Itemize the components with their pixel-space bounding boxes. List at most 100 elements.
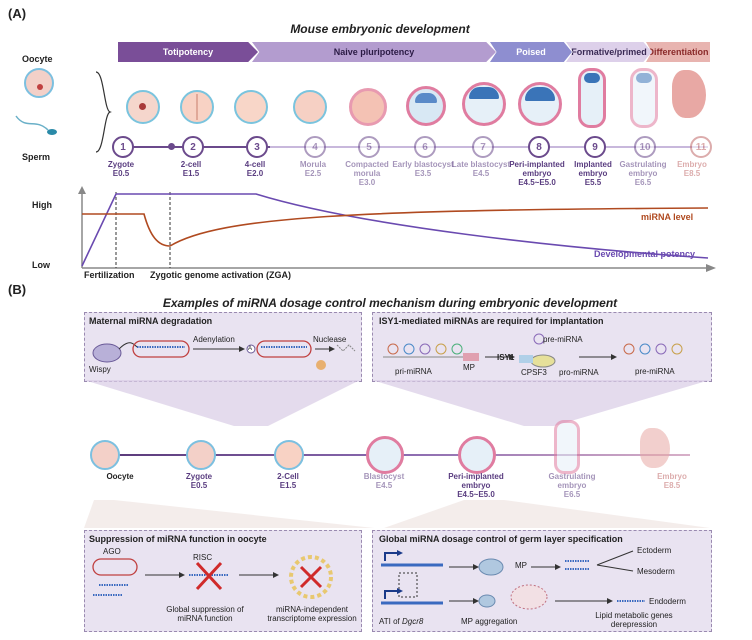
adenylation-label: Adenylation xyxy=(193,335,235,344)
suppression-box: Suppression of miRNA function in oocyte … xyxy=(84,530,362,632)
potency-curve xyxy=(81,193,709,267)
maternal-diagram xyxy=(92,340,356,370)
lipid-label: Lipid metabolic genes derepression xyxy=(595,611,673,629)
mirna-level-label: miRNA level xyxy=(641,212,694,222)
b-peri-implanted-image xyxy=(458,436,496,474)
global-diagram xyxy=(381,550,645,610)
potency-graph xyxy=(78,186,716,272)
projection-wedges xyxy=(84,380,710,426)
gastrulating-embryo-image xyxy=(630,68,658,128)
timeline-b xyxy=(84,420,724,502)
zygote-image xyxy=(126,90,160,124)
embryo-e85-image xyxy=(672,70,706,118)
embryo-images xyxy=(120,68,720,142)
mp-aggregation-label: MP aggregation xyxy=(461,617,518,626)
b-two-cell-image xyxy=(274,440,304,470)
lower-projection-wedges xyxy=(84,500,710,528)
zga-marker xyxy=(168,143,175,150)
b-embryo-image xyxy=(640,428,670,468)
two-cell-image xyxy=(180,90,214,124)
pre-mirna-top-label: pre-miRNA xyxy=(543,335,583,344)
risc-label: RISC xyxy=(193,553,213,562)
mesoderm-label: Mesoderm xyxy=(637,567,675,576)
endoderm-label: Endoderm xyxy=(649,597,686,606)
sperm-image xyxy=(15,115,57,135)
merge-brace xyxy=(95,71,112,153)
four-cell-image xyxy=(234,90,268,124)
dgcr8-gene: Dgcr8 xyxy=(401,617,424,626)
early-blastocyst-image xyxy=(406,86,446,126)
isy1-box: ISY1-mediated miRNAs are required for im… xyxy=(372,312,712,382)
b-blastocyst-image xyxy=(366,436,404,474)
cpsf3-label: CPSF3 xyxy=(521,368,547,377)
implanted-embryo-image xyxy=(578,68,606,128)
nuclease-label: Nuclease xyxy=(313,335,347,344)
suppression-diagram xyxy=(92,555,333,599)
stage-naive: Naive pluripotency xyxy=(252,42,496,62)
stage-differentiation: Differentiation xyxy=(646,42,710,62)
b-label-oocyte: Oocyte xyxy=(106,472,134,481)
pri-mirna-label: pri-miRNA xyxy=(395,367,432,376)
zga-label: Zygotic genome activation (ZGA) xyxy=(150,270,292,280)
b-gastrulating-image xyxy=(554,420,580,474)
panel-b-title: Examples of miRNA dosage control mechani… xyxy=(162,296,618,310)
mirna-curve xyxy=(82,207,709,247)
wispy-label: Wispy xyxy=(89,365,111,374)
stage-poised: Poised xyxy=(490,42,572,62)
late-blastocyst-image xyxy=(462,82,506,126)
global-box-title: Global miRNA dosage control of germ laye… xyxy=(379,534,623,544)
maternal-mirna-box: Maternal miRNA degradation Wispy Adenyla… xyxy=(84,312,362,382)
isy1-box-title: ISY1-mediated miRNAs are required for im… xyxy=(379,316,604,326)
stage-formative: Formative/primed xyxy=(566,42,652,62)
maternal-box-title: Maternal miRNA degradation xyxy=(89,316,213,326)
stage-band: Totipotency Naive pluripotency Poised Fo… xyxy=(118,42,710,62)
fertilization-label: Fertilization xyxy=(84,270,135,280)
global-dosage-box: Global miRNA dosage control of germ laye… xyxy=(372,530,712,632)
compacted-morula-image xyxy=(349,88,387,126)
global-suppression-label: Global suppression of miRNA function xyxy=(166,605,244,623)
mirna-independent-label: miRNA-independent transcriptome expressi… xyxy=(267,605,357,623)
isy1-mp-label: MP xyxy=(463,363,475,372)
oocyte-label: Oocyte xyxy=(22,54,53,64)
b-zygote-image xyxy=(186,440,216,470)
ati-label: ATI of Dgcr8 xyxy=(379,617,424,626)
ago-label: AGO xyxy=(103,547,121,556)
adenylation-a-mark: A xyxy=(248,346,253,352)
panel-b-letter: (B) xyxy=(8,282,27,297)
y-high-label: High xyxy=(32,200,52,210)
suppression-box-title: Suppression of miRNA function in oocyte xyxy=(89,534,267,544)
global-mp-label: MP xyxy=(515,561,527,570)
ectoderm-label: Ectoderm xyxy=(637,546,672,555)
stage-totipotency: Totipotency xyxy=(118,42,258,62)
b-oocyte-image xyxy=(90,440,120,470)
sperm-label: Sperm xyxy=(22,152,51,162)
potency-label: Developmental potency xyxy=(594,249,696,259)
isy1-diagram xyxy=(383,333,683,368)
isy1-label: ISY1 xyxy=(497,353,515,362)
pre-mirna-right-label: pre-miRNA xyxy=(635,367,675,376)
panel-a-title: Mouse embryonic development xyxy=(290,22,470,36)
oocyte-image xyxy=(24,68,54,98)
morula-image xyxy=(293,90,327,124)
pro-mirna-label: pro-miRNA xyxy=(559,368,599,377)
panel-a-letter: (A) xyxy=(8,6,27,21)
peri-implanted-image xyxy=(518,82,562,126)
y-low-label: Low xyxy=(32,260,50,270)
